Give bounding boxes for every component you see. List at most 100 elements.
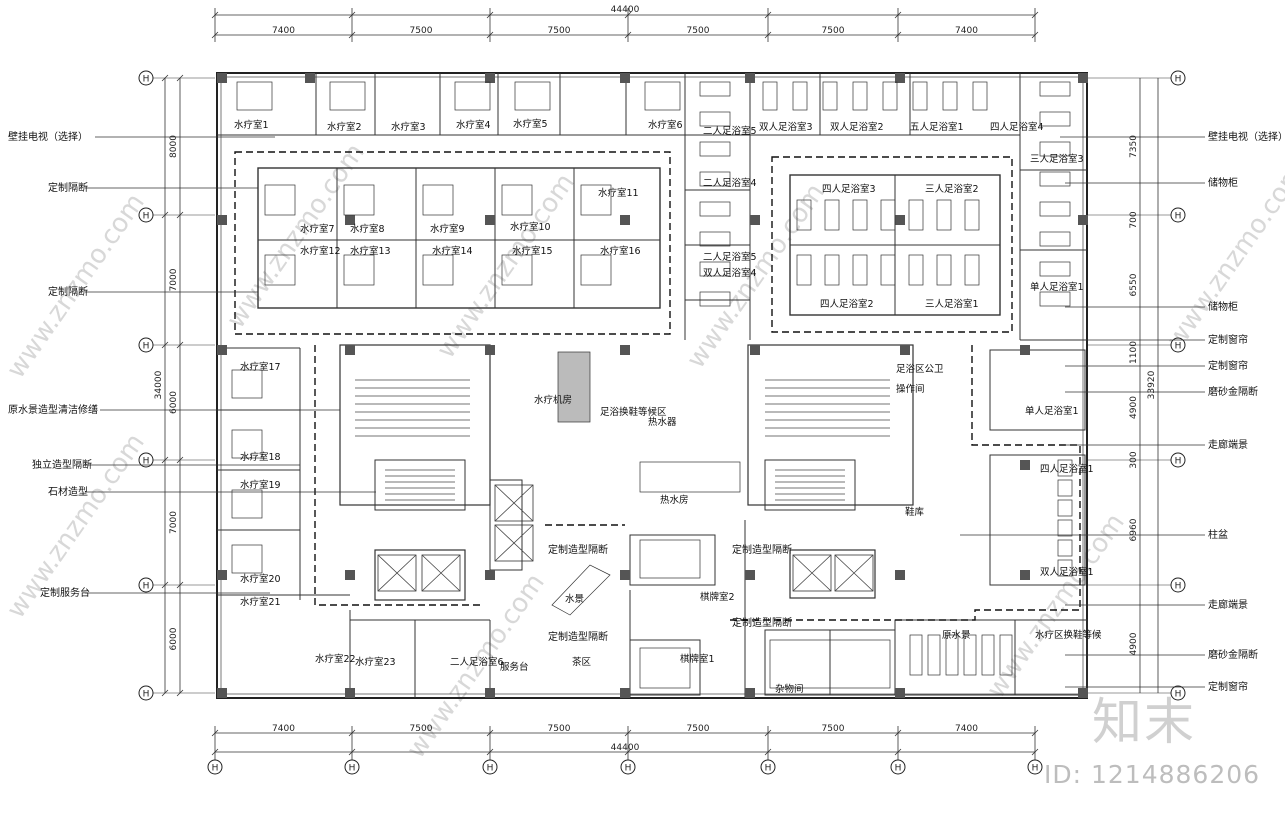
bed [422,254,454,286]
room-label: 五人足浴室1 [910,121,964,133]
grid-label: H [1175,457,1182,467]
room-label: 双人足浴室1 [1040,566,1094,578]
elevator-cross [792,554,832,592]
foot-spa-chair [699,261,731,277]
bed [501,254,533,286]
foot-spa-chair [945,634,959,676]
room-label: 水疗室10 [510,221,551,233]
room-label: 单人足浴室1 [1025,405,1079,417]
grid-label: H [1175,342,1182,352]
foot-spa-chair [1039,231,1071,247]
column [345,570,355,580]
column [745,73,755,83]
foot-spa-chair [908,199,924,231]
room-label: 鞋库 [905,506,925,518]
room-label: 二人足浴室6 [450,656,504,668]
dimension-total: 44400 [611,5,640,15]
grid-label: H [143,690,150,700]
callout-label: 走廊端景 [1208,598,1248,611]
room-label: 杂物间 [775,683,804,695]
callout-label: 定制造型隔断 [732,616,792,629]
callout-label: 定制窗帘 [1208,680,1248,693]
grid-bubble [138,337,154,353]
room-label: 水疗室19 [240,479,281,491]
elevator-car [834,554,874,592]
column [485,215,495,225]
column [485,345,495,355]
foot-spa-chair [824,254,840,286]
mahjong-tables [769,639,891,689]
bed [514,81,551,111]
dining-table [639,647,691,689]
foot-spa-chair [699,291,731,307]
structural-columns [217,73,1088,698]
room-label: 三人足浴室3 [1030,153,1084,165]
dimension-total: 34000 [154,370,164,399]
bed [264,254,296,286]
foot-spa-chair [1039,261,1071,277]
room-label: 水疗室9 [430,223,465,235]
grid-label: H [143,457,150,467]
grid-label: H [143,582,150,592]
foot-spa-chair [1039,291,1071,307]
column [1020,345,1030,355]
foot-spa-chair [999,634,1013,676]
callout-label: 储物柜 [1208,300,1238,313]
dimension-text: 4900 [1129,396,1139,419]
column [750,345,760,355]
foot-spa-chair [1057,519,1073,537]
room-label: 二人足浴室4 [703,177,757,189]
room-label: 水疗室1 [234,119,269,131]
callout-texts: 壁挂电视（选择）定制隔断定制隔断原水景造型清洁修缮独立造型隔断石材造型定制服务台… [8,130,1285,693]
callout-label: 走廊端景 [1208,438,1248,451]
column [217,215,227,225]
grid-bubble [344,759,360,775]
callout-label: 定制窗帘 [1208,359,1248,372]
room-label: 水疗区换鞋等候 [1035,629,1102,641]
foot-spa-chair [792,81,808,111]
room-label: 水疗室11 [598,187,639,199]
dimension-text: 7500 [548,724,571,734]
grid-bubble [138,452,154,468]
room-label: 棋牌室1 [680,653,715,665]
column [895,215,905,225]
callout-label: 储物柜 [1208,176,1238,189]
foot-spa-chair [1039,201,1071,217]
grid-bubble [138,685,154,701]
foot-spa-chair [1057,499,1073,517]
column [1078,73,1088,83]
dimension-text: 7400 [955,26,978,36]
grid-bubble [760,759,776,775]
callout-label: 壁挂电视（选择） [8,130,88,143]
room-label: 水疗室8 [350,223,385,235]
foot-spa-chair [762,81,778,111]
foot-spa-chair [699,201,731,217]
column [620,73,630,83]
foot-spa-chair [912,81,928,111]
bed [580,254,612,286]
bed [501,184,533,216]
foot-spa-chair [699,81,731,97]
dimension-text: 7500 [687,26,710,36]
column [900,345,910,355]
grid-label: H [765,764,772,774]
bed [231,489,263,519]
grid-bubble [482,759,498,775]
dimension-text: 8000 [169,135,179,158]
room-label: 水疗室15 [512,245,553,257]
room-label: 水疗室23 [355,656,396,668]
foot-spa-chair [963,634,977,676]
room-label: 三人足浴室2 [925,183,979,195]
room-label: 水疗机房 [534,394,572,406]
grid-bubble [890,759,906,775]
foot-spa-chair [699,111,731,127]
room-label: 四人足浴室1 [1040,463,1094,475]
foot-spa-chair [964,254,980,286]
foot-spa-chair [981,634,995,676]
elevator-cross [377,554,417,592]
grid-label: H [143,342,150,352]
room-label: 水疗室14 [432,245,473,257]
column [217,688,227,698]
room-label: 水疗室3 [391,121,426,133]
foot-spa-chair [936,199,952,231]
